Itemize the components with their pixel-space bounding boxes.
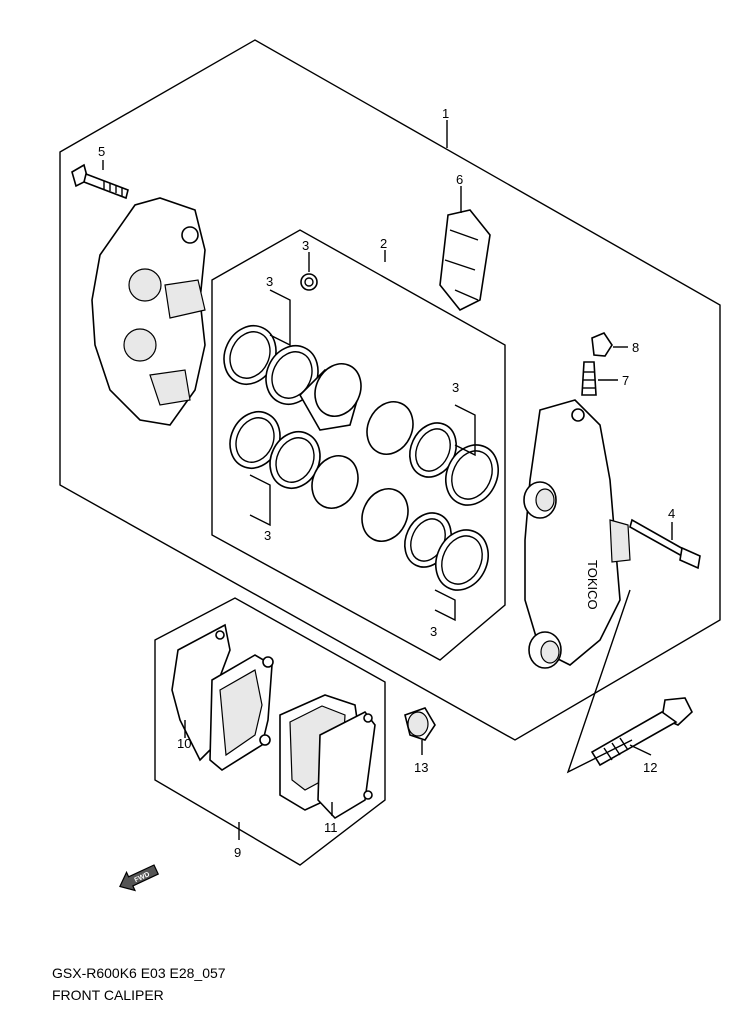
pad-set-frame	[154, 597, 386, 866]
pad-spring-6	[439, 209, 491, 312]
bleeder-valve-7	[581, 361, 597, 396]
callout-9: 9	[234, 845, 241, 860]
callout-3: 3	[264, 528, 271, 543]
callout-5: 5	[98, 144, 105, 159]
tokico-lettering: TOKICO	[585, 560, 600, 610]
brake-pad-11	[279, 694, 376, 820]
mounting-bolt-12	[590, 697, 693, 767]
callout-12: 12	[643, 760, 657, 775]
fwd-arrow-icon: FWD	[119, 864, 160, 892]
brake-pad-10	[171, 623, 274, 771]
callout-13: 13	[414, 760, 428, 775]
callout-3: 3	[452, 380, 459, 395]
assembly-frame	[59, 39, 721, 741]
pad-pin-4	[629, 518, 701, 570]
callout-3: 3	[266, 274, 273, 289]
callout-4: 4	[668, 506, 675, 521]
seal-kit-frame	[211, 229, 506, 661]
callout-2: 2	[380, 236, 387, 251]
bolt-12-guide	[566, 589, 633, 774]
callout-1: 1	[442, 106, 449, 121]
callout-10: 10	[177, 736, 191, 751]
callout-labels: 1 2 3 3 3 3 3 4 5 6 7 8 9 10 11 12 13	[98, 106, 675, 860]
leader-lines	[102, 120, 673, 840]
model-code: GSX-R600K6 E03 E28_057	[52, 965, 226, 981]
o-ring-3-top	[300, 273, 318, 291]
callout-7: 7	[622, 373, 629, 388]
callout-3: 3	[302, 238, 309, 253]
callout-8: 8	[632, 340, 639, 355]
caliper-bolt-5	[71, 163, 129, 200]
left-caliper-half	[91, 197, 206, 426]
washer-13	[404, 707, 436, 741]
right-caliper-half: TOKICO	[523, 399, 631, 669]
diagram-title: FRONT CALIPER	[52, 987, 164, 1003]
bleeder-cap-8	[591, 332, 613, 357]
callout-11: 11	[324, 820, 338, 835]
piston-seal-group-right	[361, 401, 499, 591]
callout-6: 6	[456, 172, 463, 187]
piston-seal-group-left	[223, 325, 362, 509]
callout-3: 3	[430, 624, 437, 639]
